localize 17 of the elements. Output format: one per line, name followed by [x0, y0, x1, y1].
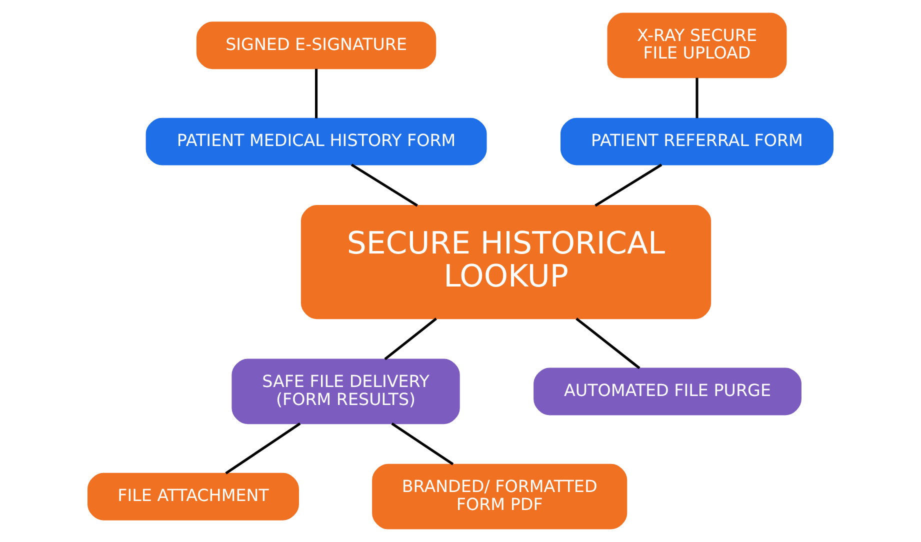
connector: [576, 318, 640, 370]
node-box: PATIENT REFERRAL FORM: [560, 118, 834, 166]
node-box: PATIENT MEDICAL HISTORY FORM: [146, 118, 487, 166]
node-box: AUTOMATED FILE PURGE: [534, 368, 802, 416]
connector: [384, 318, 437, 360]
connector: [696, 78, 698, 118]
node-box: X-RAY SECURE FILE UPLOAD: [607, 12, 787, 78]
connector: [594, 164, 662, 207]
node-box: BRANDED/ FORMATTED FORM PDF: [372, 464, 628, 530]
node-box: SAFE FILE DELIVERY (FORM RESULTS): [232, 358, 460, 424]
connector: [391, 422, 454, 466]
connector: [315, 68, 318, 118]
node-box: SIGNED E-SIGNATURE: [196, 22, 436, 70]
connector: [225, 422, 301, 474]
node-box: FILE ATTACHMENT: [87, 472, 299, 520]
connector: [350, 164, 418, 207]
node-box: SECURE HISTORICAL LOOKUP: [300, 204, 712, 320]
